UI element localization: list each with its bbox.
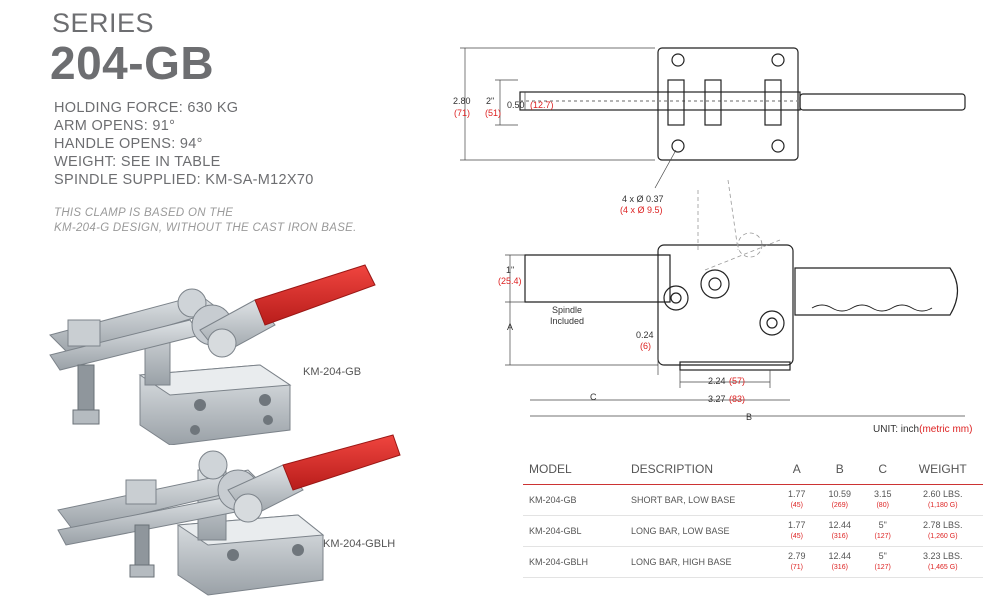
dim-2in-mm: (51) [485, 108, 501, 118]
cell-c: 5" (127) [862, 515, 903, 547]
dim-A: A [507, 322, 513, 332]
table-row: KM-204-GBLH LONG BAR, HIGH BASE 2.79 (71)… [523, 546, 983, 578]
spindle-label-2: Included [550, 316, 584, 326]
col-a: A [777, 458, 817, 485]
value-mm: (71) [790, 564, 804, 571]
value-g: (1,260 G) [927, 533, 958, 540]
spec-holding-force: HOLDING FORCE: 630 KG [54, 100, 239, 116]
value-lbs: 3.23 LBS. [922, 551, 963, 561]
value-mm: (269) [831, 502, 848, 509]
spec-handle-opens: HANDLE OPENS: 94° [54, 136, 203, 152]
unit-note: UNIT: inch(metric mm) [873, 424, 972, 435]
col-description: DESCRIPTION [625, 458, 777, 485]
dim-280-mm: (71) [454, 108, 470, 118]
note-line-1: THIS CLAMP IS BASED ON THE [54, 207, 234, 219]
dim-C: C [590, 392, 597, 402]
dim-024-mm: (6) [640, 341, 651, 351]
value-g: (1,180 G) [927, 502, 958, 509]
series-label: SERIES [52, 8, 155, 38]
spec-arm-opens: ARM OPENS: 91° [54, 118, 176, 134]
cell-c: 3.15 (80) [862, 484, 903, 516]
value-in: 5" [878, 520, 887, 530]
dim-1in: 1" [506, 265, 514, 275]
spec-weight: WEIGHT: SEE IN TABLE [54, 154, 221, 170]
cell-a: 2.79 (71) [777, 546, 817, 578]
note-line-2: KM-204-G DESIGN, WITHOUT THE CAST IRON B… [54, 222, 357, 234]
cell-model: KM-204-GBL [523, 515, 625, 547]
value-in: 3.15 [873, 489, 892, 499]
cell-weight: 2.78 LBS. (1,260 G) [902, 515, 983, 547]
dim-280: 2.80 [453, 96, 471, 106]
table-row: KM-204-GBL LONG BAR, LOW BASE 1.77 (45) 1… [523, 515, 983, 547]
cell-a: 1.77 (45) [777, 484, 817, 516]
unit-prefix: UNIT: inch [873, 424, 920, 435]
value-lbs: 2.60 LBS. [922, 489, 963, 499]
cell-c: 5" (127) [862, 546, 903, 578]
value-mm: (80) [876, 502, 889, 509]
dim-holes-mm: (4 x Ø 9.5) [620, 205, 663, 215]
value-in: 2.79 [788, 551, 806, 561]
value-lbs: 2.78 LBS. [922, 520, 963, 530]
cell-description: LONG BAR, HIGH BASE [625, 546, 777, 578]
value-in: 12.44 [828, 520, 852, 530]
design-note: THIS CLAMP IS BASED ON THE KM-204-G DESI… [54, 206, 357, 236]
cell-model: KM-204-GBLH [523, 546, 625, 578]
cell-weight: 3.23 LBS. (1,465 G) [902, 546, 983, 578]
table-header-row: MODEL DESCRIPTION A B C WEIGHT [523, 458, 983, 485]
cell-b: 12.44 (316) [816, 515, 863, 547]
col-weight: WEIGHT [902, 458, 983, 485]
cell-description: LONG BAR, LOW BASE [625, 515, 777, 547]
dim-327: 3.27 [708, 394, 726, 404]
spec-spindle: SPINDLE SUPPLIED: KM-SA-M12X70 [54, 172, 314, 188]
clamp-image-gblh [57, 434, 401, 596]
spindle-label-1: Spindle [552, 305, 582, 315]
cell-description: SHORT BAR, LOW BASE [625, 484, 777, 516]
cell-b: 10.59 (269) [816, 484, 863, 516]
product-label-gb: KM-204-GB [303, 366, 362, 378]
table-row: KM-204-GB SHORT BAR, LOW BASE 1.77 (45) 1… [523, 484, 983, 516]
value-mm: (127) [874, 564, 891, 571]
series-model-title: 204-GB [50, 37, 215, 89]
value-mm: (45) [790, 502, 804, 509]
value-g: (1,465 G) [927, 564, 958, 571]
dim-224: 2.24 [708, 376, 726, 386]
dim-050-mm: (12.7) [530, 100, 554, 110]
technical-drawing: 2.80 (71) 2" (51) 0.50 (12.7) 4 x Ø 0.37… [453, 47, 966, 422]
dim-holes: 4 x Ø 0.37 [622, 194, 664, 204]
cell-b: 12.44 (316) [816, 546, 863, 578]
dim-050: 0.50 [507, 100, 525, 110]
dim-224-mm: (57) [729, 376, 745, 386]
dim-024: 0.24 [636, 330, 654, 340]
cell-a: 1.77 (45) [777, 515, 817, 547]
model-spec-table: MODEL DESCRIPTION A B C WEIGHT KM-204-GB… [523, 458, 983, 578]
col-b: B [816, 458, 863, 485]
dim-327-mm: (83) [729, 394, 745, 404]
cell-model: KM-204-GB [523, 484, 625, 516]
col-c: C [862, 458, 903, 485]
value-in: 5" [878, 551, 887, 561]
value-in: 1.77 [788, 489, 806, 499]
cell-weight: 2.60 LBS. (1,180 G) [902, 484, 983, 516]
spec-list: HOLDING FORCE: 630 KG ARM OPENS: 91° HAN… [54, 99, 314, 189]
value-mm: (45) [790, 533, 804, 540]
value-in: 10.59 [828, 489, 852, 499]
value-mm: (316) [831, 533, 848, 540]
value-mm: (127) [874, 533, 891, 540]
value-mm: (316) [831, 564, 848, 571]
dim-B: B [746, 412, 752, 422]
col-model: MODEL [523, 458, 625, 485]
value-in: 1.77 [788, 520, 806, 530]
value-in: 12.44 [828, 551, 852, 561]
dim-2in: 2" [486, 96, 494, 106]
product-label-gblh: KM-204-GBLH [323, 538, 396, 550]
unit-metric: (metric mm) [919, 424, 973, 435]
dim-1in-mm: (25.4) [498, 276, 522, 286]
clamp-image-gb [49, 264, 376, 445]
